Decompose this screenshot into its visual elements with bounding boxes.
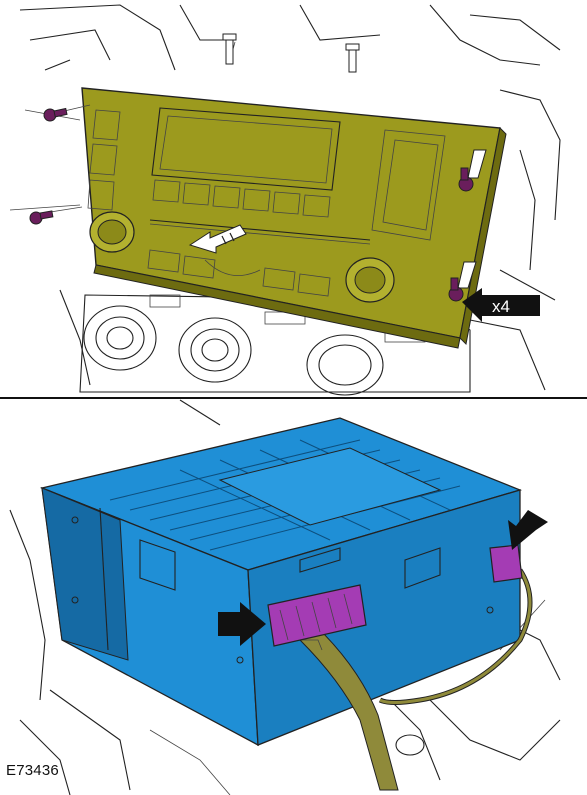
screw-icon bbox=[458, 149, 487, 192]
figure-reference-code: E73436 bbox=[6, 762, 59, 779]
bottom-panel bbox=[9, 399, 561, 795]
dashboard-surround-lower bbox=[9, 399, 561, 795]
arrow-icon bbox=[508, 510, 548, 550]
wiring-harness bbox=[299, 568, 533, 791]
audio-unit bbox=[39, 417, 522, 747]
screws bbox=[29, 104, 487, 302]
radio-faceplate bbox=[81, 87, 507, 349]
connectors bbox=[267, 544, 523, 647]
screw-icon bbox=[29, 206, 83, 225]
top-panel: x4 bbox=[9, 4, 561, 396]
screw-icon bbox=[43, 104, 91, 122]
main-connector bbox=[267, 584, 367, 647]
pull-direction-arrow bbox=[188, 224, 247, 254]
callout-arrows bbox=[218, 510, 548, 646]
dashboard-surround bbox=[9, 4, 561, 391]
quantity-callout: x4 bbox=[462, 288, 540, 322]
aux-connector bbox=[489, 544, 523, 583]
quantity-label: x4 bbox=[492, 297, 510, 316]
mounting-studs bbox=[222, 33, 360, 73]
arrow-icon bbox=[218, 602, 266, 646]
screw-icon bbox=[448, 261, 477, 302]
